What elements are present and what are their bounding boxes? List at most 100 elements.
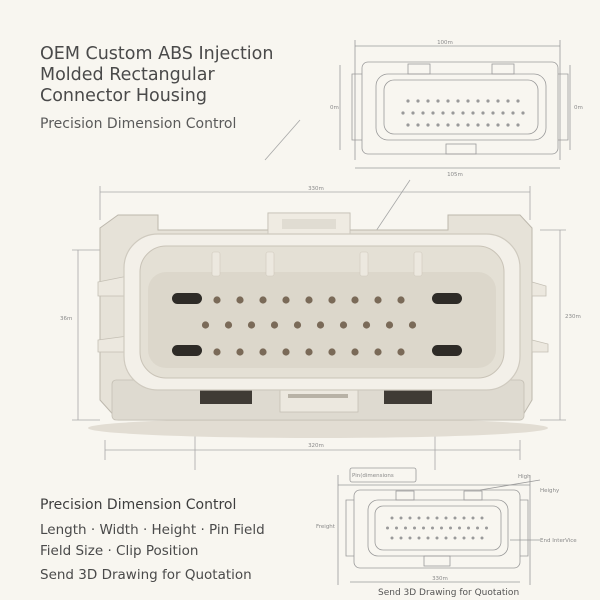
pin-hole <box>476 99 480 103</box>
pin-hole <box>374 348 382 356</box>
pin-hole <box>399 536 403 540</box>
pin-hole <box>401 111 405 115</box>
dimension-labels: 100m 105m 0m 0m 330m 36m 230m 320m Pin(d… <box>60 40 583 582</box>
pin-hole <box>506 99 510 103</box>
pin-hole <box>467 526 470 530</box>
pin-hole <box>456 99 460 103</box>
pin-hole <box>416 99 420 103</box>
pin-hole <box>486 123 490 127</box>
pin-hole <box>390 536 394 540</box>
pin-hole <box>413 526 416 530</box>
pin-hole <box>224 321 233 329</box>
svg-text:230m: 230m <box>565 314 581 320</box>
pin-hole <box>426 99 430 103</box>
pin-hole <box>461 111 465 115</box>
pin-hole <box>411 111 415 115</box>
pin-hole <box>328 348 336 356</box>
pin-hole <box>270 321 279 329</box>
pin-hole <box>501 111 505 115</box>
pin-hole <box>471 536 475 540</box>
pin-hole <box>236 296 244 304</box>
pin-hole <box>435 516 439 520</box>
page-title: OEM Custom ABS Injection Molded Rectangu… <box>40 44 274 106</box>
pin-hole <box>446 123 450 127</box>
pin-hole <box>446 99 450 103</box>
connector-housing <box>88 212 549 438</box>
pin-hole <box>213 348 221 356</box>
pin-hole <box>408 516 412 520</box>
pin-hole <box>458 526 461 530</box>
pin-hole <box>506 123 510 127</box>
svg-text:105m: 105m <box>447 172 463 178</box>
pin-hole <box>259 296 267 304</box>
svg-text:End InterVice: End InterVice <box>540 538 577 544</box>
pin-hole <box>440 526 443 530</box>
pin-hole <box>436 99 440 103</box>
info-heading: Precision Dimension Control <box>40 497 237 513</box>
pin-hole <box>385 321 394 329</box>
pin-hole <box>406 123 410 127</box>
quotation-cta: Send 3D Drawing for Quotation <box>40 567 252 583</box>
pin-hole <box>521 111 525 115</box>
pin-hole <box>444 536 448 540</box>
pin-hole <box>305 348 313 356</box>
pin-hole <box>456 123 460 127</box>
pin-hole <box>426 123 430 127</box>
drawing-caption: Send 3D Drawing for Quotation <box>378 588 520 598</box>
pin-hole <box>339 321 348 329</box>
pin-hole <box>435 536 439 540</box>
svg-text:330m: 330m <box>432 576 448 582</box>
pin-hole <box>462 516 466 520</box>
pin-hole <box>491 111 495 115</box>
svg-text:100m: 100m <box>437 40 453 46</box>
svg-text:Freight: Freight <box>316 524 336 530</box>
pin-hole <box>386 526 389 530</box>
pin-hole <box>481 111 485 115</box>
pin-hole <box>422 526 425 530</box>
side-view-drawing <box>337 467 541 585</box>
pin-hole <box>201 321 210 329</box>
pin-hole <box>305 296 313 304</box>
svg-text:High: High <box>518 474 531 480</box>
top-view-pins <box>401 99 525 127</box>
pin-hole <box>408 536 412 540</box>
svg-text:320m: 320m <box>308 443 324 449</box>
pin-hole <box>351 296 359 304</box>
svg-text:0m: 0m <box>330 105 339 111</box>
pin-hole <box>453 536 457 540</box>
pin-hole <box>476 526 479 530</box>
pin-hole <box>426 516 430 520</box>
pin-hole <box>213 296 221 304</box>
svg-text:Heighy: Heighy <box>540 488 560 494</box>
pin-hole <box>476 123 480 127</box>
pin-hole <box>397 296 405 304</box>
pin-hole <box>417 516 421 520</box>
page-subtitle: Precision Dimension Control <box>40 116 237 132</box>
pin-hole <box>259 348 267 356</box>
pin-hole <box>516 99 520 103</box>
pin-hole <box>374 296 382 304</box>
pin-hole <box>397 348 405 356</box>
pin-hole <box>431 526 434 530</box>
pin-hole <box>516 123 520 127</box>
pin-hole <box>404 526 407 530</box>
svg-text:Pin(dimensions: Pin(dimensions <box>352 473 394 479</box>
pin-hole <box>417 536 421 540</box>
pin-hole <box>480 536 484 540</box>
pin-field <box>201 296 417 356</box>
pin-hole <box>466 99 470 103</box>
pin-hole <box>480 516 484 520</box>
pin-hole <box>511 111 515 115</box>
feature-line-2: Field Size · Clip Position <box>40 543 199 559</box>
pin-hole <box>395 526 398 530</box>
pin-hole <box>444 516 448 520</box>
svg-text:36m: 36m <box>60 316 72 322</box>
pin-hole <box>462 536 466 540</box>
pin-hole <box>471 111 475 115</box>
pin-hole <box>236 348 244 356</box>
pin-hole <box>496 99 500 103</box>
top-view-drawing <box>339 40 571 169</box>
pin-hole <box>466 123 470 127</box>
